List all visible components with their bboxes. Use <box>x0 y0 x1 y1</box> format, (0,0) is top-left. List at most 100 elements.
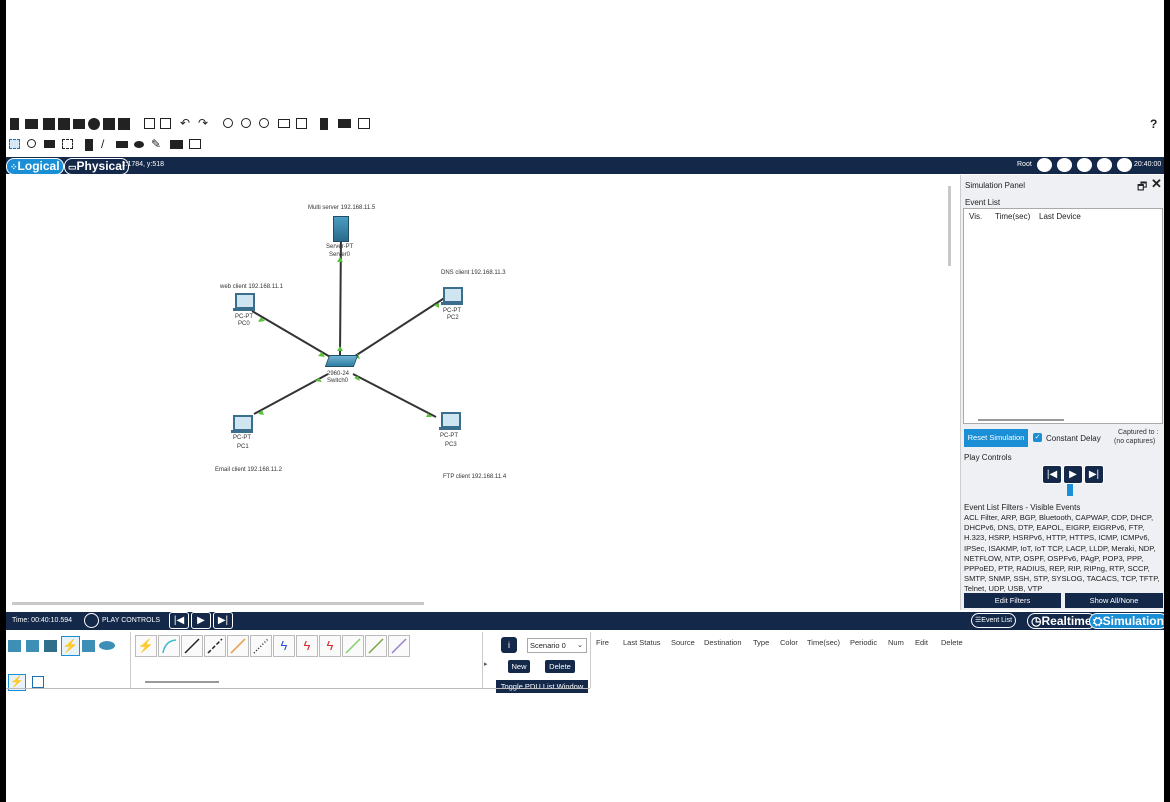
forward-step-button[interactable]: ▶| <box>1084 465 1104 484</box>
open-folder-icon[interactable] <box>25 119 38 129</box>
viewport-icon[interactable] <box>320 118 328 130</box>
coaxial-icon[interactable]: ϟ <box>273 635 295 657</box>
pc2-icon[interactable] <box>443 287 463 303</box>
octal-icon[interactable] <box>342 635 364 657</box>
viewport-clock-icon[interactable] <box>1117 158 1132 172</box>
link-pc2-switch[interactable] <box>351 296 447 359</box>
new-scenario-button[interactable]: New <box>508 660 530 673</box>
server-icon[interactable] <box>333 216 349 242</box>
workspace-vscroll[interactable] <box>948 186 951 266</box>
bottom-back-button[interactable]: |◀ <box>169 612 189 629</box>
user-profile-icon[interactable] <box>118 118 130 130</box>
switch-type: 2960-24 <box>327 371 350 377</box>
zoom-reset-icon[interactable] <box>241 118 251 128</box>
help-icon[interactable]: ? <box>1150 117 1158 131</box>
custom-devices-icon[interactable] <box>296 118 307 129</box>
multiuser-icon[interactable] <box>99 641 115 650</box>
reset-simulation-button[interactable]: Reset Simulation <box>964 429 1028 447</box>
link-pc3-switch[interactable] <box>352 373 437 418</box>
move-object-icon[interactable] <box>1077 158 1092 172</box>
simulation-button[interactable]: ⛭Simulation <box>1089 613 1164 629</box>
place-note-icon[interactable] <box>85 139 93 151</box>
new-file-icon[interactable] <box>10 118 19 130</box>
bottom-forward-button[interactable]: ▶| <box>213 612 233 629</box>
show-all-none-button[interactable]: Show All/None <box>1065 593 1163 608</box>
zoom-out-icon[interactable] <box>259 118 269 128</box>
serial-dte-icon[interactable]: ϟ <box>319 635 341 657</box>
pc3-icon[interactable] <box>441 412 461 428</box>
pdu-col-periodic: Periodic <box>850 638 878 647</box>
fiber-icon[interactable] <box>227 635 249 657</box>
scenario-select[interactable]: Scenario 0⌄ <box>527 638 587 653</box>
bottom-play-button[interactable]: ▶ <box>191 612 211 629</box>
undo-icon[interactable]: ↶ <box>180 116 191 130</box>
link-pc0-switch[interactable] <box>251 310 333 359</box>
phone-cable-icon[interactable] <box>250 635 272 657</box>
pc0-icon[interactable] <box>235 293 255 309</box>
play-button[interactable]: ▶ <box>1063 465 1083 484</box>
drawing-palette-icon[interactable] <box>278 119 290 128</box>
add-simple-pdu-icon[interactable] <box>170 140 183 149</box>
edit-filters-button[interactable]: Edit Filters <box>964 593 1061 608</box>
logical-workspace[interactable]: Multi server 192.168.11.5 Server-PT Serv… <box>6 174 956 610</box>
draw-line-icon[interactable]: / <box>101 137 105 151</box>
pc1-icon[interactable] <box>233 415 253 431</box>
image-icon[interactable] <box>358 118 370 129</box>
cable-hscroll[interactable] <box>145 681 219 683</box>
copper-straight-icon[interactable] <box>181 635 203 657</box>
network-devices-icon[interactable] <box>8 640 21 652</box>
close-icon[interactable]: ✕ <box>1151 176 1162 191</box>
cluster-icon[interactable] <box>1057 158 1072 172</box>
serial-dce-icon[interactable]: ϟ <box>296 635 318 657</box>
components-icon[interactable] <box>44 640 57 652</box>
workspace-hscroll[interactable] <box>12 602 424 605</box>
switch-icon[interactable] <box>324 355 359 367</box>
activity-wizard-icon[interactable] <box>88 118 100 130</box>
copy-icon[interactable] <box>144 118 155 129</box>
physical-tab[interactable]: ▭Physical <box>64 158 130 175</box>
delete-scenario-button[interactable]: Delete <box>545 660 575 673</box>
freeform-icon[interactable]: ✎ <box>151 137 162 151</box>
add-complex-pdu-icon[interactable] <box>189 139 201 149</box>
inspect-icon[interactable] <box>27 139 36 148</box>
event-list-button[interactable]: ☰Event List <box>971 613 1017 628</box>
auto-connect-icon[interactable]: ⚡ <box>135 635 157 657</box>
redo-icon[interactable]: ↷ <box>198 116 209 130</box>
resize-shape-icon[interactable] <box>62 139 73 149</box>
copper-cross-icon[interactable] <box>204 635 226 657</box>
event-list-table[interactable]: Vis. Time(sec) Last Device <box>963 208 1163 424</box>
paste-icon[interactable] <box>160 118 171 129</box>
draw-ellipse-icon[interactable] <box>134 141 144 148</box>
grid-icon[interactable] <box>32 676 44 688</box>
zoom-in-icon[interactable] <box>223 118 233 128</box>
end-devices-icon[interactable] <box>26 640 39 652</box>
toggle-pdu-list-button[interactable]: Toggle PDU List Window <box>496 680 588 693</box>
network-info-icon[interactable] <box>103 118 115 130</box>
expand-arrow-icon[interactable]: ▸ <box>484 661 488 668</box>
realtime-button[interactable]: ◷Realtime <box>1027 613 1096 629</box>
draw-rectangle-icon[interactable] <box>116 141 128 148</box>
print-icon[interactable] <box>73 119 85 129</box>
logical-tab[interactable]: ⁘Logical <box>6 158 64 175</box>
usb-cable-icon[interactable] <box>388 635 410 657</box>
back-icon[interactable] <box>1037 158 1052 172</box>
console-cable-icon[interactable] <box>158 635 180 657</box>
restore-icon[interactable]: 🗗 <box>1137 181 1148 193</box>
info-icon[interactable]: i <box>501 637 517 653</box>
select-icon[interactable] <box>9 139 20 149</box>
save-as-icon[interactable] <box>58 118 70 130</box>
ip-config-icon[interactable] <box>338 119 351 128</box>
misc-icon[interactable] <box>82 640 95 652</box>
connections-icon[interactable]: ⚡ <box>61 636 80 656</box>
power-cycle-icon[interactable] <box>84 613 99 628</box>
speed-slider[interactable] <box>1067 484 1073 496</box>
delete-icon[interactable] <box>44 140 55 148</box>
save-icon[interactable] <box>43 118 55 130</box>
iot-custom-cable-icon[interactable] <box>365 635 387 657</box>
link-server-switch[interactable] <box>339 233 342 356</box>
back-step-button[interactable]: |◀ <box>1042 465 1062 484</box>
constant-delay-checkbox[interactable]: ✓ <box>1033 433 1042 442</box>
set-tiled-bg-icon[interactable] <box>1097 158 1112 172</box>
event-list-hscroll[interactable] <box>978 419 1064 421</box>
sub-connections-icon[interactable]: ⚡ <box>8 674 26 691</box>
